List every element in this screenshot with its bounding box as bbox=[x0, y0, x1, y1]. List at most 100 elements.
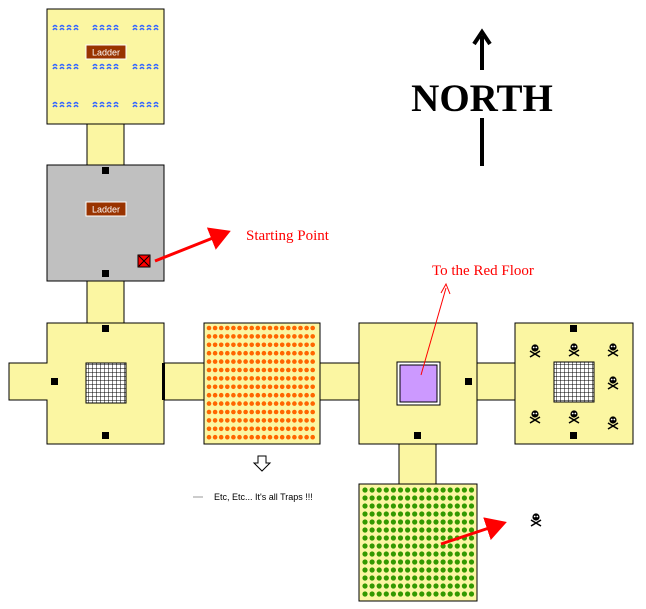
trap-dot bbox=[273, 376, 279, 381]
trap-dot bbox=[292, 434, 297, 440]
trap-dot bbox=[433, 519, 439, 525]
trap-dot bbox=[468, 543, 475, 549]
trap-dot bbox=[212, 334, 218, 339]
skull-crossbones-icon bbox=[607, 416, 619, 430]
trap-dot bbox=[397, 495, 404, 501]
ladder-start-icon[interactable] bbox=[85, 201, 127, 217]
trap-dot bbox=[243, 359, 248, 364]
trap-dot bbox=[286, 334, 291, 339]
trap-dot bbox=[397, 567, 404, 573]
trap-dot bbox=[273, 384, 279, 390]
trap-dot bbox=[426, 575, 432, 581]
trap-dot bbox=[273, 334, 279, 339]
trap-dot bbox=[447, 527, 453, 533]
trap-dot bbox=[218, 325, 224, 331]
trap-dot bbox=[304, 401, 309, 406]
trap-dot bbox=[261, 401, 267, 406]
trap-dot bbox=[255, 359, 261, 364]
trap-dot bbox=[212, 376, 218, 381]
trap-dot bbox=[362, 559, 368, 565]
trap-dot bbox=[369, 543, 375, 549]
trap-dot bbox=[433, 591, 439, 597]
door-icon bbox=[102, 167, 109, 174]
trap-dot bbox=[206, 367, 212, 373]
trap-dot bbox=[225, 325, 230, 331]
corridor-east-skull bbox=[475, 362, 517, 401]
x-marker-icon[interactable] bbox=[137, 254, 151, 268]
trap-dot bbox=[461, 575, 467, 581]
trap-tile-icon bbox=[362, 487, 475, 597]
trap-dot bbox=[206, 342, 212, 348]
trap-dot bbox=[461, 519, 467, 525]
trap-dot bbox=[267, 367, 273, 373]
trap-dot bbox=[397, 511, 404, 517]
trap-dot bbox=[298, 334, 303, 339]
trap-dot bbox=[292, 350, 297, 356]
water-wave bbox=[132, 27, 159, 31]
trap-dot bbox=[468, 503, 475, 509]
trap-dot bbox=[468, 527, 475, 533]
ladder-top-icon[interactable] bbox=[85, 44, 127, 60]
trap-dot bbox=[243, 325, 248, 331]
trap-dot bbox=[298, 350, 303, 356]
trap-dot bbox=[426, 535, 432, 541]
water-hazard-icon bbox=[52, 24, 159, 108]
trap-dot bbox=[218, 409, 224, 415]
trap-dot bbox=[273, 359, 279, 364]
trap-dot bbox=[447, 559, 453, 565]
trap-dot bbox=[405, 575, 411, 581]
trap-dot bbox=[212, 342, 218, 348]
trap-dot bbox=[237, 334, 242, 339]
door-icon bbox=[162, 363, 165, 400]
trap-dot bbox=[376, 543, 382, 549]
trap-dot bbox=[419, 535, 425, 541]
ladder-start-label: Ladder bbox=[92, 205, 120, 215]
trap-dot bbox=[362, 575, 368, 581]
trap-dot bbox=[447, 511, 453, 517]
trap-dot bbox=[298, 426, 303, 432]
door-icon bbox=[414, 432, 421, 439]
trap-dot bbox=[206, 325, 212, 331]
trap-dot bbox=[397, 527, 404, 533]
red-floor-stairs[interactable] bbox=[399, 364, 438, 403]
trap-dot bbox=[376, 527, 382, 533]
trap-dot bbox=[412, 495, 418, 501]
trap-dot bbox=[292, 409, 297, 415]
trap-dot bbox=[286, 434, 291, 440]
room-west-cross bbox=[8, 322, 165, 445]
trap-dot bbox=[267, 342, 273, 348]
trap-dot bbox=[243, 392, 248, 398]
trap-dot bbox=[405, 591, 411, 597]
trap-dot bbox=[237, 384, 242, 390]
trap-dot bbox=[225, 426, 230, 432]
trap-dot bbox=[255, 376, 261, 381]
trap-dot bbox=[218, 342, 224, 348]
trap-dot bbox=[310, 334, 316, 339]
trap-dot bbox=[206, 359, 212, 364]
trap-dot bbox=[383, 591, 389, 597]
skull-crossbones-icon bbox=[607, 343, 619, 357]
trap-dot bbox=[390, 591, 396, 597]
trap-dot bbox=[405, 527, 411, 533]
trap-dot bbox=[231, 418, 236, 423]
trap-dot bbox=[237, 392, 242, 398]
trap-dot bbox=[440, 559, 446, 565]
trap-dot bbox=[231, 367, 236, 373]
ladder-top-label: Ladder bbox=[92, 48, 120, 58]
trap-dot bbox=[286, 409, 291, 415]
skull-crossbones-icon bbox=[568, 343, 580, 357]
trap-dot bbox=[237, 418, 242, 423]
trap-dot bbox=[468, 559, 475, 565]
trap-dot bbox=[390, 543, 396, 549]
trap-dot bbox=[405, 503, 411, 509]
trap-dot bbox=[433, 575, 439, 581]
trap-dot bbox=[304, 325, 309, 331]
trap-dot bbox=[397, 591, 404, 597]
trap-dot bbox=[440, 503, 446, 509]
trap-dot bbox=[249, 418, 254, 423]
trap-dot bbox=[225, 392, 230, 398]
trap-dot bbox=[440, 591, 446, 597]
trap-dot bbox=[369, 575, 375, 581]
trap-dot bbox=[237, 359, 242, 364]
trap-dot bbox=[390, 487, 396, 493]
